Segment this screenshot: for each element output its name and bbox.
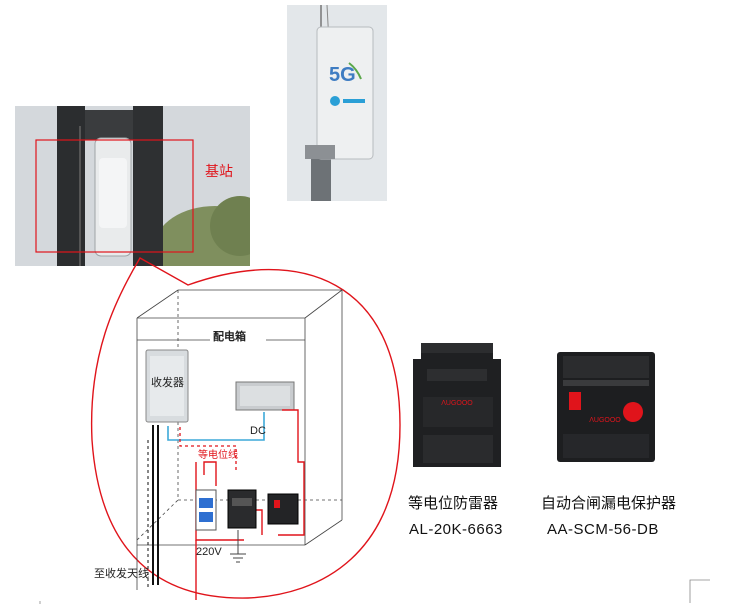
equipotential-label: 等电位线 — [198, 450, 238, 461]
base-station-photo — [15, 106, 250, 266]
antenna-label: 至收发天线 — [94, 567, 149, 580]
svg-text:5G: 5G — [329, 64, 356, 86]
surge-protector-name: 等电位防雷器 — [408, 495, 499, 512]
reclose-protector-model: AA-SCM-56-DB — [547, 521, 659, 538]
distribution-box-label: 配电箱 — [213, 330, 246, 343]
svg-text:ΛUGOOO: ΛUGOOO — [441, 400, 473, 407]
breaker-device — [195, 489, 217, 531]
base-station-highlight — [35, 139, 194, 253]
zoom-callout-outline — [90, 257, 401, 599]
5g-antenna-illustration: 5G — [287, 5, 387, 201]
surge-protector-model: AL-20K-6663 — [409, 521, 503, 538]
svg-text:ΛUGOOO: ΛUGOOO — [589, 417, 621, 424]
reclose-device-small — [267, 493, 299, 525]
reclose-protector-product-image: ΛUGOOO — [555, 350, 657, 470]
reclose-protector-illustration: ΛUGOOO — [557, 352, 655, 462]
5g-antenna-photo: 5G — [287, 5, 387, 201]
voltage-label: 220V — [196, 546, 222, 558]
surge-protector-product-image: ΛUGOOO — [411, 339, 503, 475]
reclose-protector-name: 自动合闸漏电保护器 — [541, 495, 677, 512]
dc-cable — [167, 412, 265, 441]
base-station-label: 基站 — [205, 164, 233, 180]
dc-label: DC — [250, 425, 266, 437]
surge-protector-illustration: ΛUGOOO — [413, 343, 501, 467]
tower-illustration — [15, 106, 250, 266]
surge-device-small — [227, 489, 257, 529]
transceiver-label: 收发器 — [151, 376, 184, 389]
